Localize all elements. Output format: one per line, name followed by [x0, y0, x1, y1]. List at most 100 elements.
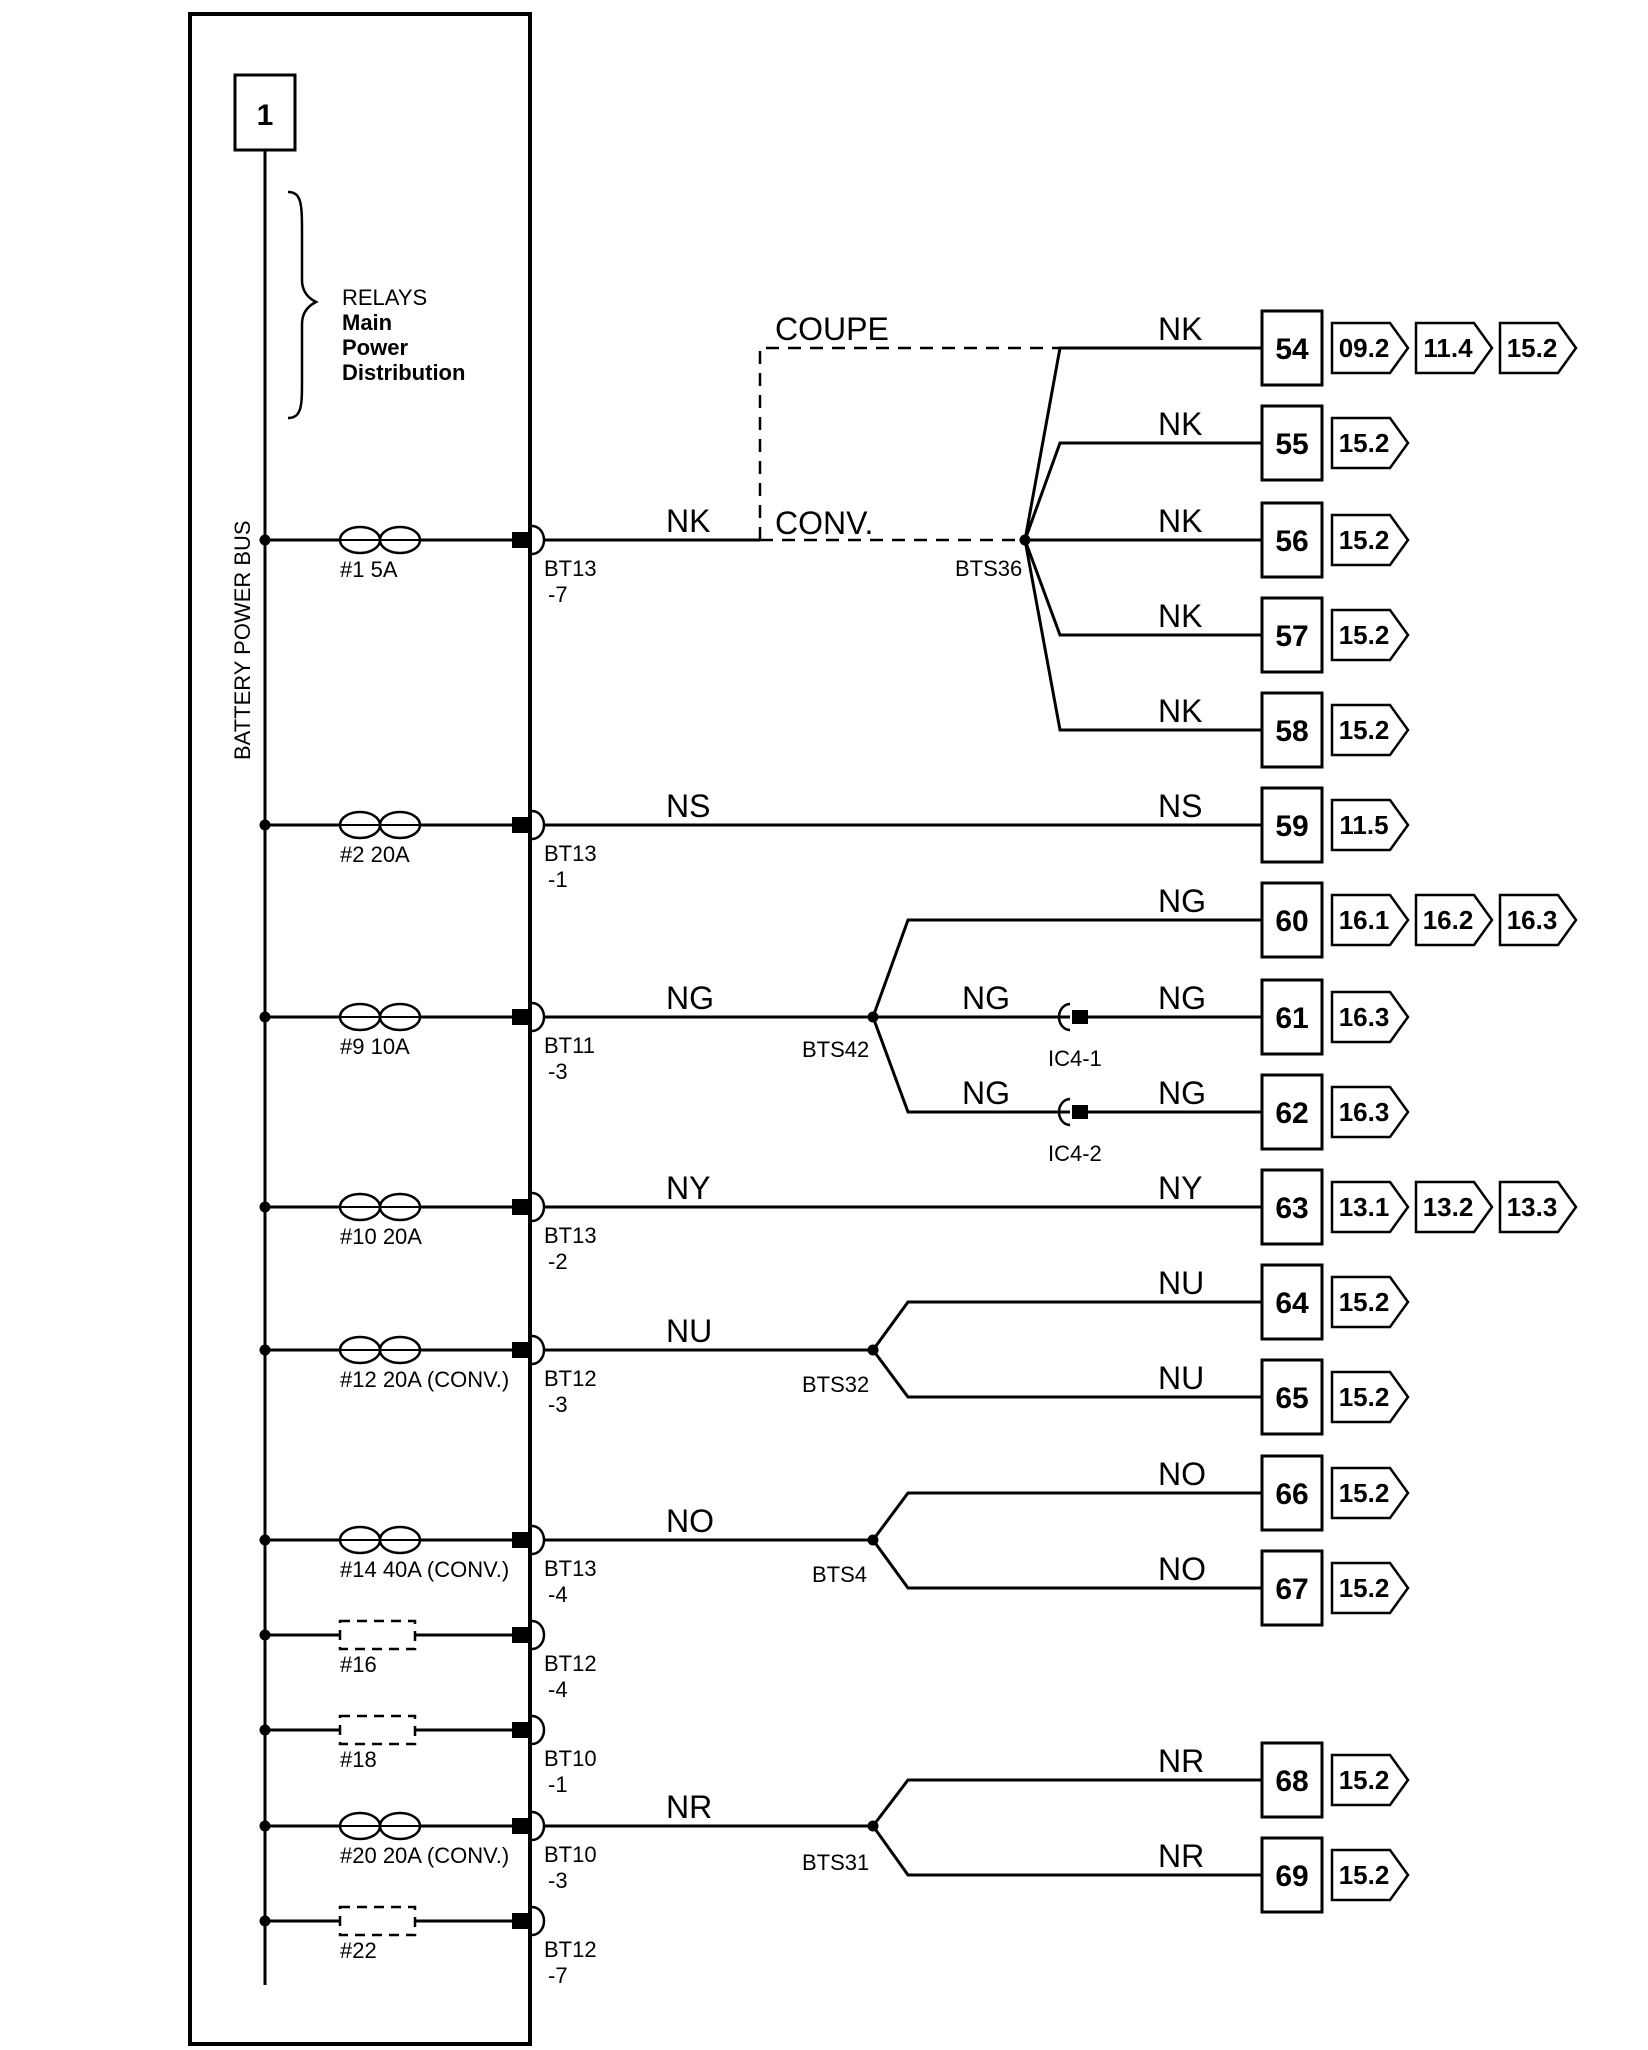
wire-nk-57 — [1023, 539, 1262, 637]
output-wire-code: NU — [1158, 1360, 1204, 1396]
reference-label: 15.2 — [1339, 428, 1390, 458]
wire-nr-69 — [871, 1825, 1262, 1877]
reference-arrow — [1330, 608, 1410, 662]
reference-arrow — [1330, 1753, 1410, 1807]
connector-id-label: BT13 — [544, 1223, 597, 1248]
connector-id-label: BT13 — [544, 1556, 597, 1581]
splice-label-bts4: BTS4 — [812, 1562, 867, 1587]
reference-arrow — [1498, 893, 1578, 947]
output-number-box — [1260, 1454, 1324, 1532]
empty-fuse-slot — [338, 1619, 417, 1651]
relays-label: RELAYS — [342, 285, 427, 310]
connector-socket — [531, 1714, 546, 1746]
reference-arrow — [1330, 1370, 1410, 1424]
output-wire-code: NK — [1158, 406, 1202, 442]
output-number: 55 — [1275, 428, 1308, 461]
battery-power-bus-label: BATTERY POWER BUS — [230, 520, 255, 760]
connector-socket — [531, 524, 546, 556]
wire-ng-to-ic4-2 — [871, 1016, 1070, 1114]
empty-fuse-slot — [338, 1905, 417, 1937]
fuse-f12: #12 20A (CONV.)BT12-3 — [259, 1334, 597, 1417]
output-wire-code: NG — [1158, 980, 1206, 1016]
output-number: 60 — [1275, 905, 1308, 938]
fuse-rating-label: #16 — [340, 1652, 377, 1677]
wire-code-ng-trunk: NG — [666, 980, 714, 1016]
inline-connector-label-ic4-2: IC4-2 — [1048, 1141, 1102, 1166]
reference-arrow — [1330, 513, 1410, 567]
connector-id-label: BT13 — [544, 556, 597, 581]
reference-arrow — [1414, 1180, 1494, 1234]
reference-arrow — [1330, 1275, 1410, 1329]
inline-connector-pin-ic4-2 — [1072, 1105, 1088, 1119]
reference-arrow — [1330, 1466, 1410, 1520]
relays-power-label: Power — [342, 335, 408, 360]
connector-pin — [512, 532, 528, 548]
output-number-box — [1260, 404, 1324, 482]
connector-socket — [531, 1619, 546, 1651]
output-wire-code: NG — [1158, 1075, 1206, 1111]
connector-pin-label: -3 — [548, 1059, 568, 1084]
output-55: NK 55 15.2 — [1158, 404, 1410, 482]
output-number-box — [1260, 1263, 1324, 1341]
output-wire-code: NG — [1158, 883, 1206, 919]
reference-arrow — [1330, 1085, 1410, 1139]
wire-nr-68 — [871, 1778, 1262, 1827]
fuse-rating-label: #20 20A (CONV.) — [340, 1843, 509, 1868]
output-number-box — [1260, 881, 1324, 959]
wire-nk-55 — [1023, 441, 1262, 541]
wire-no-66 — [871, 1491, 1262, 1541]
connector-pin-label: -7 — [548, 1963, 568, 1988]
reference-arrow — [1330, 321, 1410, 375]
connector-id-label: BT11 — [544, 1033, 595, 1058]
connector-pin-label: -4 — [548, 1677, 568, 1702]
reference-label: 15.2 — [1507, 333, 1558, 363]
power-bus-enclosure — [188, 12, 532, 2046]
output-number: 62 — [1275, 1097, 1308, 1130]
reference-label: 15.2 — [1339, 1860, 1390, 1890]
reference-label: 16.2 — [1423, 905, 1474, 935]
connector-pin-label: -1 — [548, 867, 568, 892]
wire-code-ng-ic4-1-mid: NG — [962, 980, 1010, 1016]
reference-arrow — [1330, 703, 1410, 757]
connector-pin — [512, 1199, 528, 1215]
output-number: 57 — [1275, 620, 1308, 653]
wire-code-nu-trunk: NU — [666, 1313, 712, 1349]
output-wire-code: NK — [1158, 598, 1202, 634]
fuse-rating-label: #1 5A — [340, 557, 398, 582]
reference-arrow — [1330, 798, 1410, 852]
bus-number: 1 — [257, 99, 274, 132]
reference-arrow — [1330, 1561, 1410, 1615]
relays-distribution-label: Distribution — [342, 360, 465, 385]
splice-label-bts36: BTS36 — [955, 556, 1022, 581]
output-number: 67 — [1275, 1573, 1308, 1606]
reference-arrow — [1330, 1180, 1410, 1234]
output-number: 66 — [1275, 1478, 1308, 1511]
connector-socket — [531, 1001, 546, 1033]
splice-label-bts42: BTS42 — [802, 1037, 869, 1062]
output-number-box — [1260, 1549, 1324, 1627]
connector-pin-label: -3 — [548, 1392, 568, 1417]
output-wire-code: NO — [1158, 1551, 1206, 1587]
fuse-rating-label: #14 40A (CONV.) — [340, 1557, 509, 1582]
connector-id-label: BT12 — [544, 1937, 597, 1962]
reference-label: 11.4 — [1423, 333, 1473, 363]
wire-code-nk-trunk: NK — [666, 503, 710, 539]
output-number: 59 — [1275, 810, 1308, 843]
output-number-box — [1260, 978, 1324, 1056]
wire-nk-54 — [1023, 346, 1262, 541]
connector-socket — [531, 1905, 546, 1937]
connector-socket — [531, 1191, 546, 1223]
reference-arrow — [1414, 321, 1494, 375]
wire-code-ny-left: NY — [666, 1170, 710, 1206]
output-number: 56 — [1275, 525, 1308, 558]
